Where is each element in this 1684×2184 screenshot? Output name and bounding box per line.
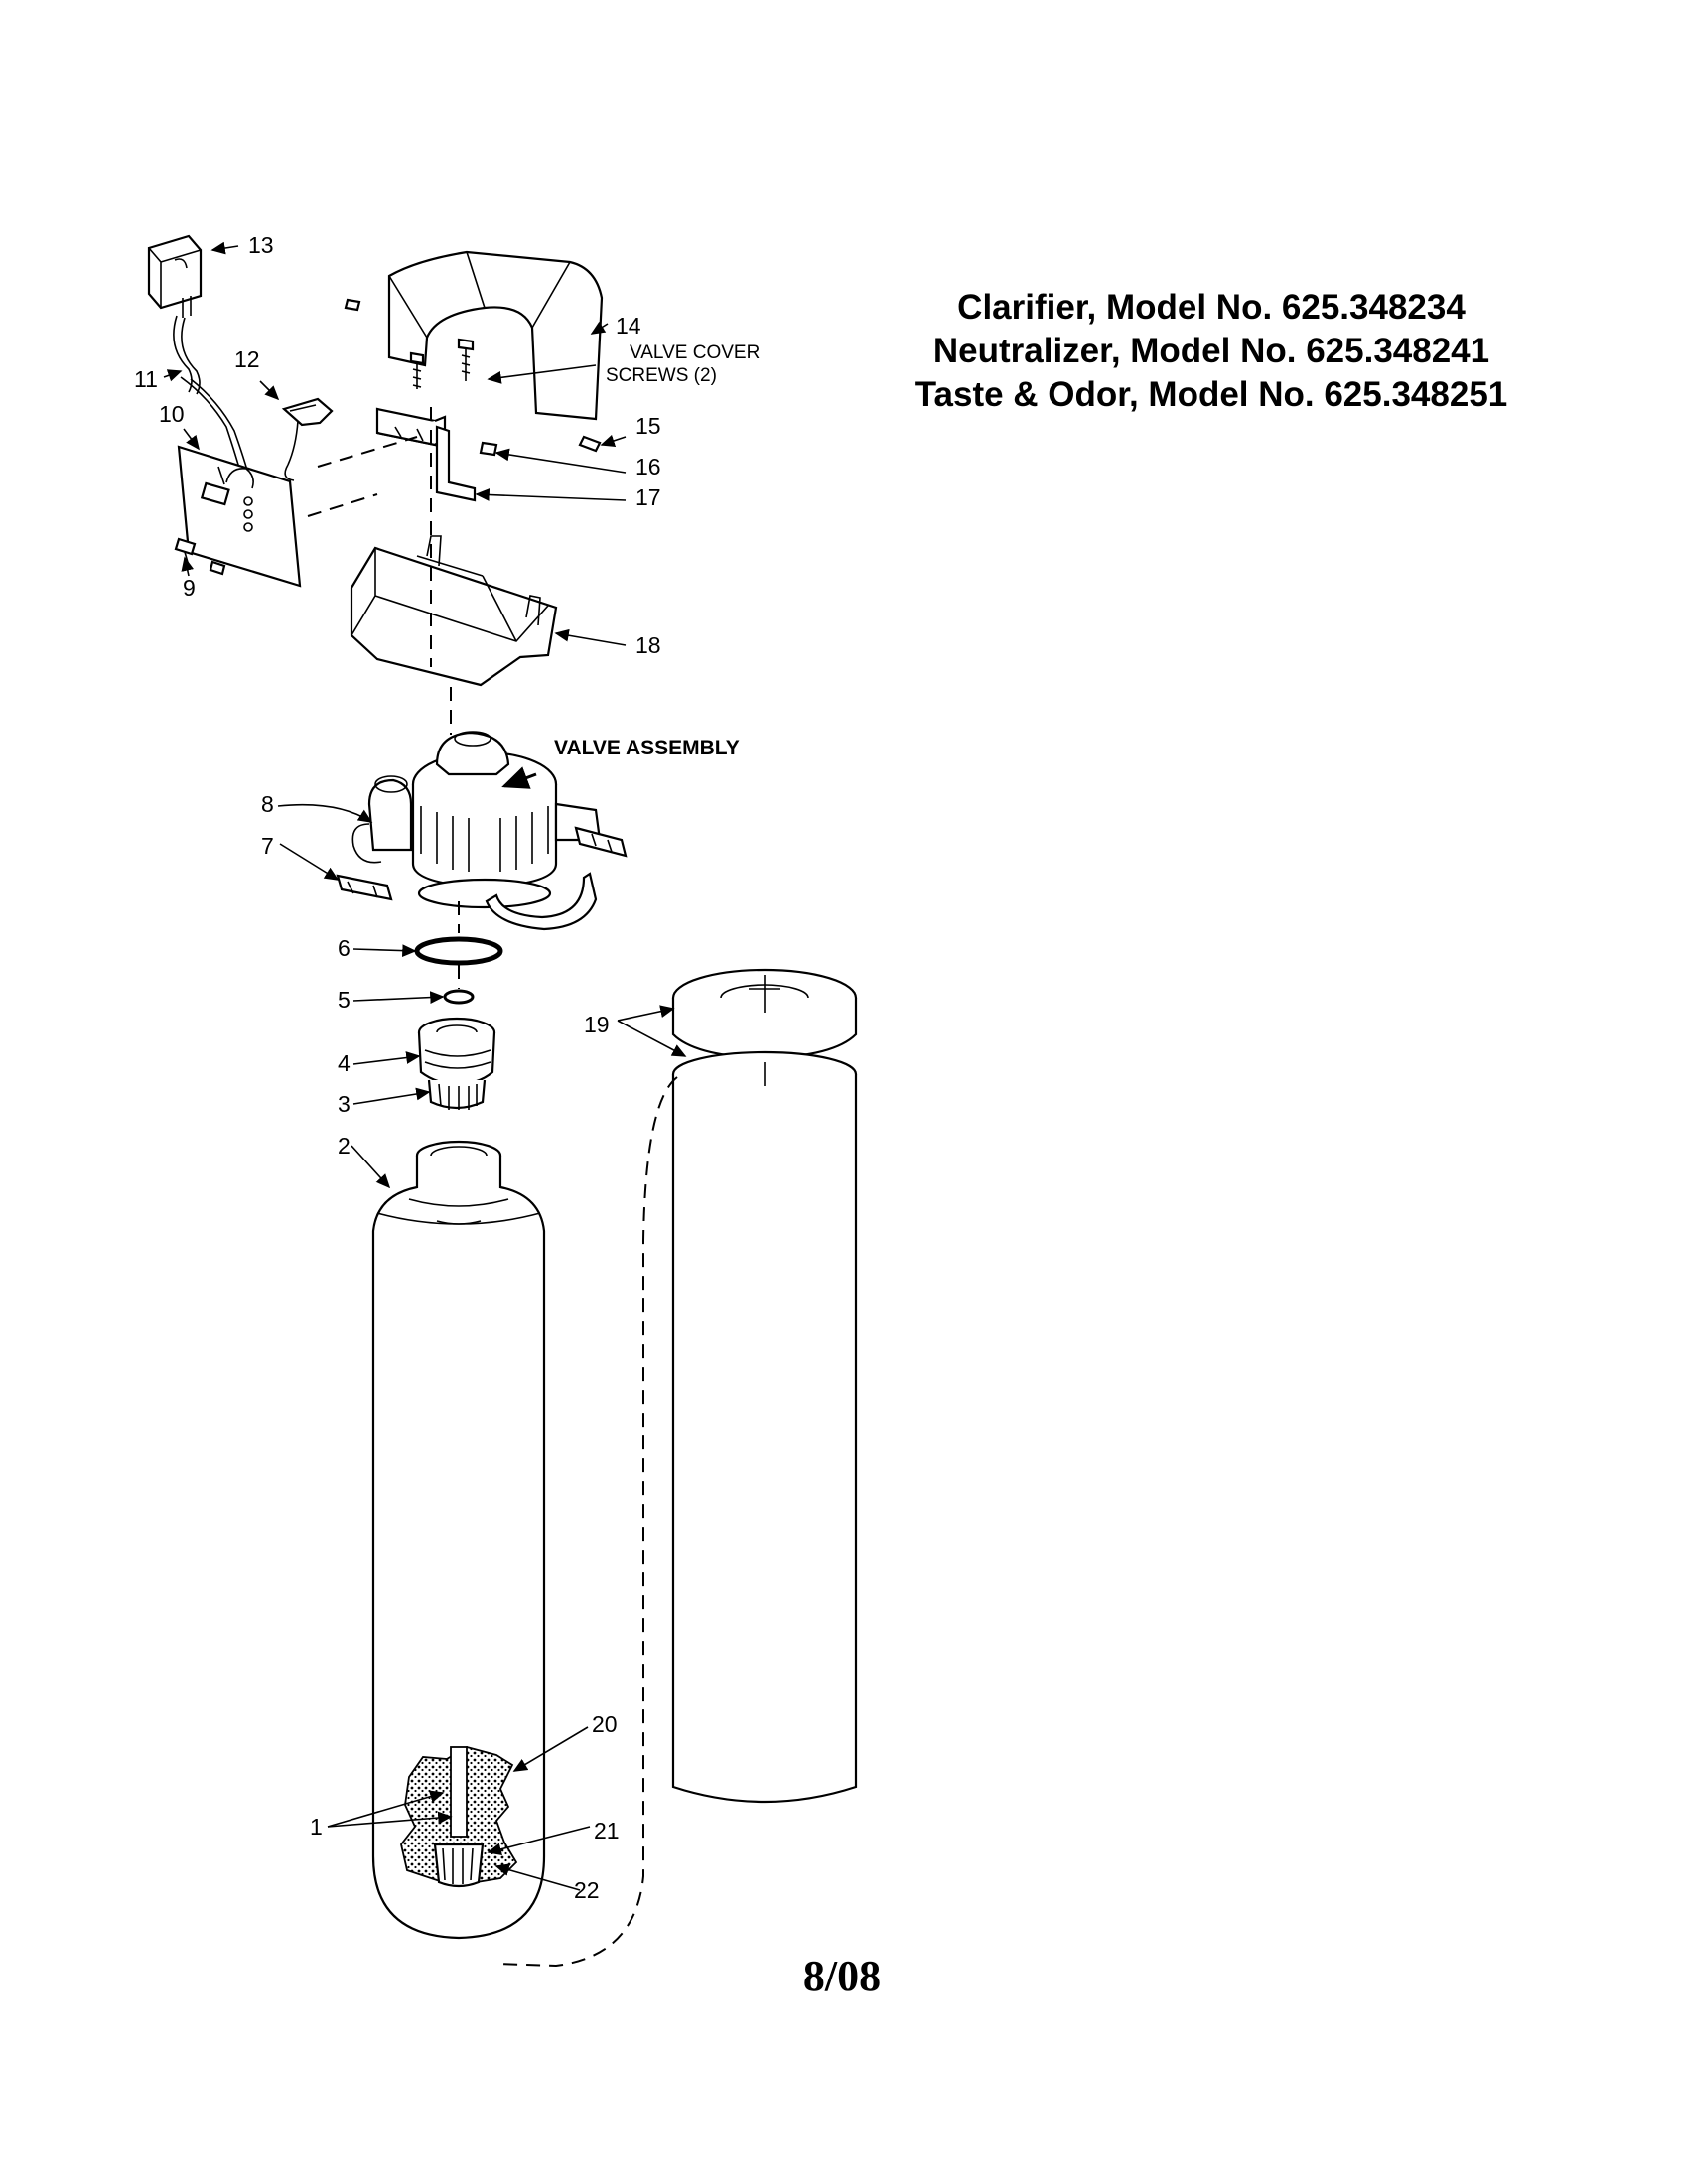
callout-22: 22: [574, 1877, 600, 1903]
control-panel: [177, 445, 302, 588]
screws-note: SCREWS (2): [606, 365, 717, 386]
callout-11: 11: [134, 366, 158, 392]
model-taste-odor: Taste & Odor, Model No. 625.348251: [914, 375, 1508, 414]
callout-15: 15: [635, 413, 661, 439]
mineral-tank: [371, 1140, 546, 1940]
callout-21: 21: [594, 1818, 620, 1843]
wire-clip: [281, 397, 334, 481]
callout-2: 2: [338, 1133, 351, 1159]
clip-right: [574, 826, 628, 858]
callout-19: 19: [584, 1012, 610, 1037]
model-clarifier: Clarifier, Model No. 625.348234: [957, 288, 1466, 327]
callout-14: 14: [616, 313, 641, 339]
model-neutralizer: Neutralizer, Model No. 625.348241: [932, 332, 1490, 370]
tank-cutaway: [400, 1746, 518, 1888]
wire-harness: [180, 376, 243, 479]
callout-5: 5: [338, 987, 351, 1013]
callout-3: 3: [338, 1091, 351, 1117]
valve-housing-tray: [350, 535, 558, 687]
callout-1: 1: [310, 1814, 323, 1840]
callout-20: 20: [592, 1711, 618, 1737]
callout-16: 16: [635, 454, 661, 479]
valve-cover: [387, 250, 604, 421]
callout-13: 13: [248, 232, 274, 258]
model-list: Clarifier, Model No. 625.348234 Neutrali…: [854, 286, 1569, 417]
callout-18: 18: [635, 632, 661, 658]
o-ring-large: [414, 936, 503, 966]
tank-jacket: [671, 968, 858, 1804]
o-ring-small: [443, 989, 475, 1005]
clamp-band: [485, 872, 598, 931]
upper-distributor: [427, 1079, 487, 1110]
center-line: [430, 407, 460, 989]
callout-6: 6: [338, 935, 351, 961]
callout-8: 8: [261, 791, 274, 817]
leader-lines: [163, 241, 687, 1891]
mounting-bracket: [375, 407, 477, 502]
valve-cover-note: VALVE COVER: [630, 342, 760, 363]
callout-12: 12: [234, 346, 260, 372]
clip-7: [336, 874, 393, 901]
screw-15: [578, 435, 602, 453]
callout-7: 7: [261, 833, 274, 859]
callout-4: 4: [338, 1050, 351, 1076]
callout-10: 10: [159, 401, 185, 427]
adapter: [417, 1017, 496, 1086]
screw-16: [479, 441, 498, 457]
callout-17: 17: [635, 484, 661, 510]
callout-9: 9: [183, 575, 196, 601]
revision-date: 8/08: [802, 1952, 882, 2000]
cover-screws: [344, 298, 475, 389]
valve-assembly-label: VALVE ASSEMBLY: [554, 737, 740, 759]
